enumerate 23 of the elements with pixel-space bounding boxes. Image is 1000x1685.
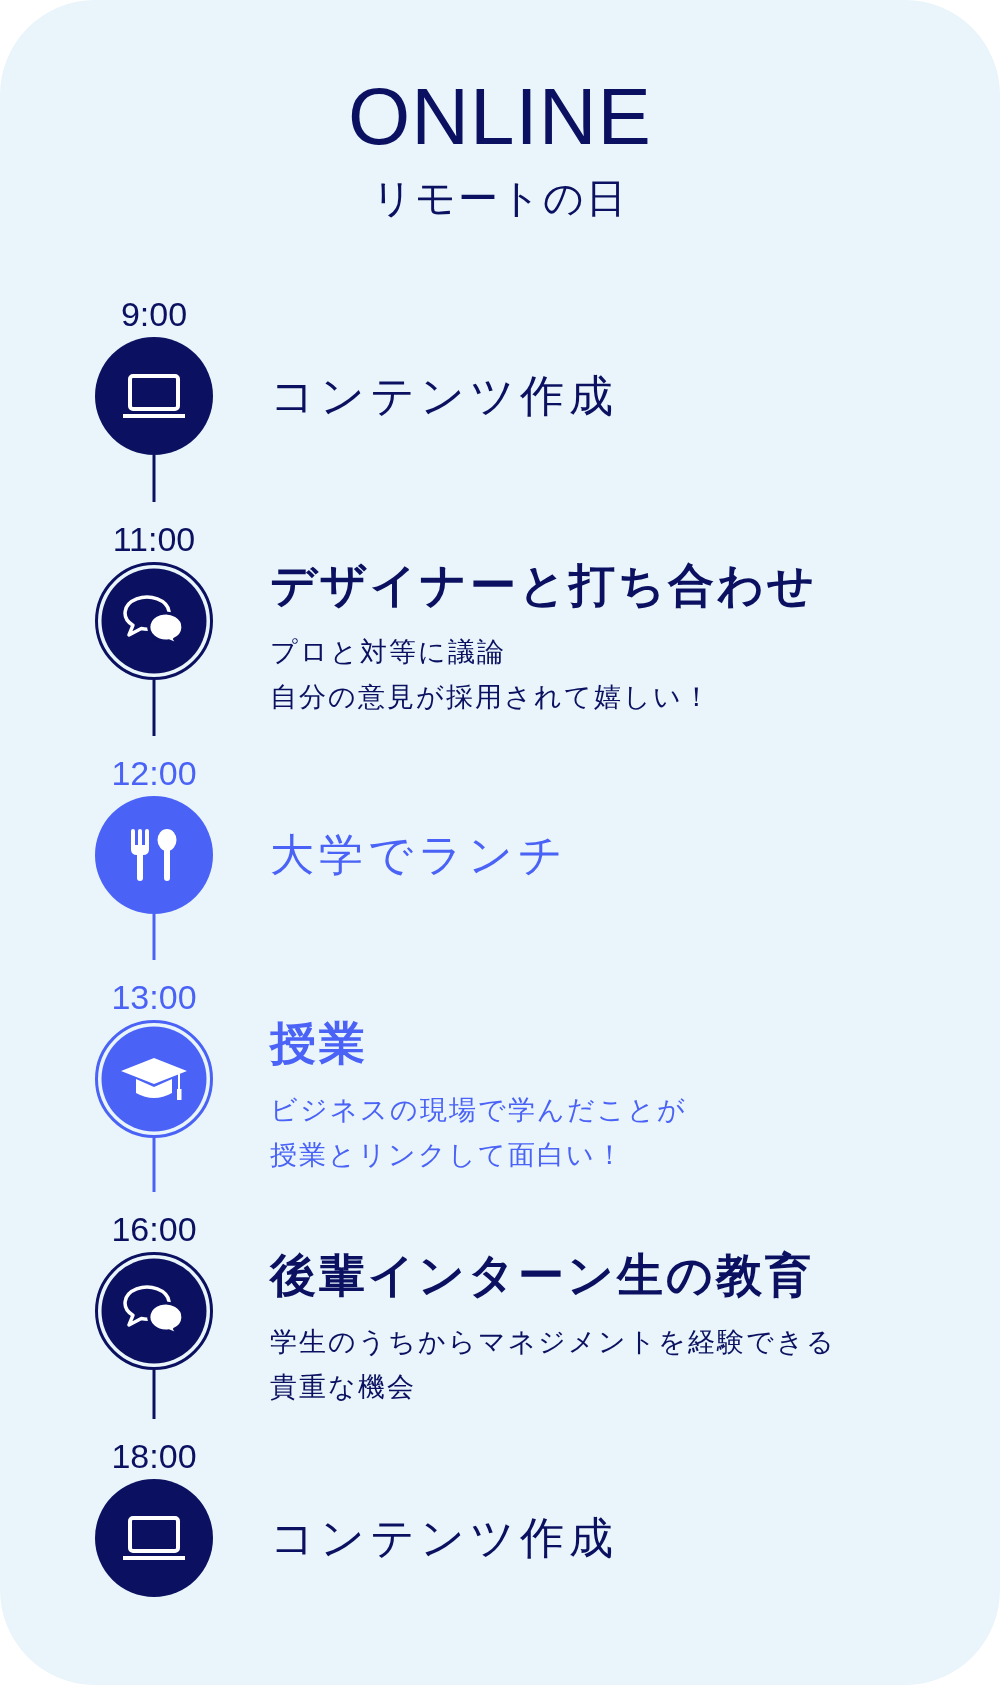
activity-title: コンテンツ作成: [270, 1512, 618, 1564]
activity-heading: デザイナーと打ち合わせ: [270, 558, 818, 613]
time-label: 16:00: [111, 1212, 197, 1246]
connector-line: [152, 1370, 156, 1419]
connector-line: [152, 1138, 156, 1192]
activity-description: 自分の意見が採用されて嬉しい！: [270, 681, 713, 714]
time-label: 12:00: [111, 756, 197, 790]
time-label: 9:00: [120, 297, 188, 331]
time-label: 13:00: [111, 980, 197, 1014]
time-label: 18:00: [111, 1439, 197, 1473]
activity-heading: 後輩インターン生の教育: [270, 1248, 815, 1303]
activity-description: プロと対等に議論: [270, 636, 507, 669]
activity-description: 学生のうちからマネジメントを経験できる貴重な機会: [270, 1326, 837, 1404]
activity-description: ビジネスの現場で学んだことが授業とリンクして面白い！: [270, 1094, 688, 1172]
connector-line: [152, 680, 156, 736]
activity-heading: 授業: [270, 1016, 369, 1071]
connector-line: [152, 455, 156, 502]
activity-title: コンテンツ作成: [270, 370, 618, 422]
time-label: 11:00: [112, 522, 196, 556]
subtitle: リモートの日: [372, 175, 628, 222]
activity-title: 大学でランチ: [270, 829, 568, 881]
title: ONLINE: [348, 77, 652, 157]
connector-line: [152, 914, 156, 960]
